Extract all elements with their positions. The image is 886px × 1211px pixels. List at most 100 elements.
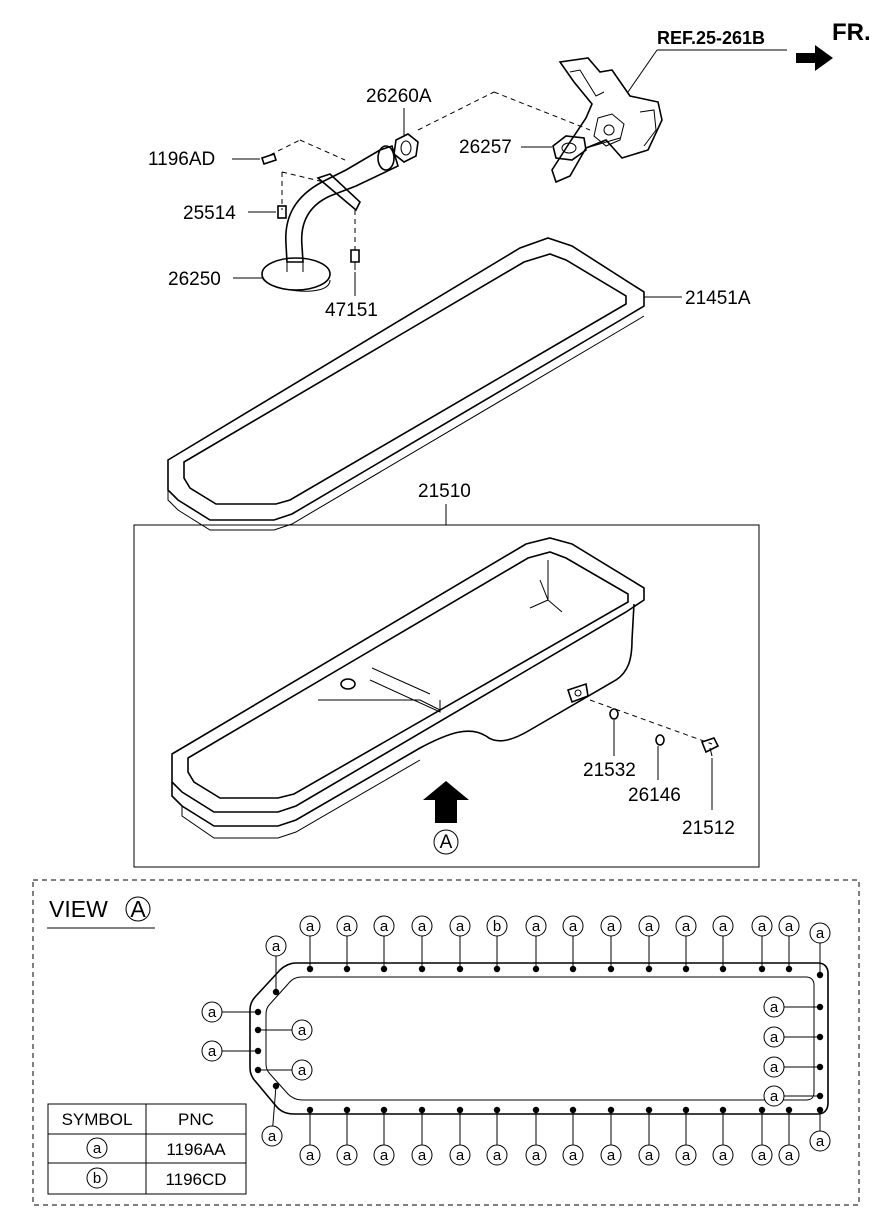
part-26260A-label[interactable]: 26260A [366, 86, 432, 107]
legend-header-symbol: SYMBOL [62, 1110, 133, 1129]
bolt-bottom-1[interactable]: a [336, 1106, 358, 1166]
bolt-dot [418, 1106, 426, 1114]
bolt-bottom-3[interactable]: a [411, 1106, 433, 1166]
bolt-symbol-label: a [208, 1043, 217, 1060]
bolt-symbol-label: a [306, 918, 315, 935]
legend-pnc-b[interactable]: 1196CD [165, 1170, 226, 1189]
bolt-dot [816, 971, 824, 979]
bolt-dot [343, 1106, 351, 1114]
bolt-dot [272, 1082, 280, 1090]
bolt-symbol-label: a [770, 1088, 779, 1105]
bolt-top-3[interactable]: a [411, 915, 433, 973]
bolt-top-7[interactable]: a [562, 915, 584, 973]
legend-symbol-a: a [93, 1140, 102, 1157]
view-pan-inner [265, 976, 815, 1101]
bolt-top-9[interactable]: a [638, 915, 660, 973]
part-26257-label[interactable]: 26257 [459, 137, 512, 158]
bolt-dot [532, 1106, 540, 1114]
bolt-dot [569, 1106, 577, 1114]
bolt-top-11[interactable]: a [712, 915, 734, 973]
bolt-right-4[interactable]: a [763, 1085, 824, 1107]
bolt-dot [306, 1106, 314, 1114]
oil-pan-frame [133, 524, 760, 868]
bolt-dot [272, 988, 280, 996]
part-21532-label[interactable]: 21532 [583, 760, 636, 781]
part-26250-label[interactable]: 26250 [168, 269, 221, 290]
bolt-side-2[interactable]: a [254, 1019, 313, 1041]
bolt-top-4[interactable]: a [449, 915, 471, 973]
ref-label[interactable]: REF.25-261B [657, 28, 765, 48]
bolt-side-1[interactable]: a [201, 1001, 262, 1023]
bolt-dot [645, 965, 653, 973]
bolt-dot [719, 1106, 727, 1114]
bolt-bottom-2[interactable]: a [373, 1106, 395, 1166]
bolt-symbol-label: a [719, 918, 728, 935]
bolt-bottom-8[interactable]: a [600, 1106, 622, 1166]
view-marker-label[interactable]: A [440, 832, 453, 853]
bolt-bottom-7[interactable]: a [562, 1106, 584, 1166]
bolt-side-5[interactable]: a [261, 1082, 283, 1147]
bolt-dot [343, 965, 351, 973]
view-title: VIEW [49, 896, 108, 922]
bolt-top-13[interactable]: a [778, 915, 800, 973]
bolt-25514 [277, 205, 287, 219]
bolt-dot [816, 1003, 824, 1011]
bolt-dot [418, 965, 426, 973]
bolt-top-0[interactable]: a [299, 915, 321, 973]
bolt-right-0[interactable]: a [809, 922, 831, 979]
part-21510-label[interactable]: 21510 [418, 481, 471, 502]
bolt-symbol-label: a [816, 1133, 825, 1150]
bolt-side-6[interactable]: a [809, 1106, 831, 1152]
strainer-bracket [316, 173, 361, 212]
bolt-bottom-11[interactable]: a [712, 1106, 734, 1166]
view-direction-arrow-icon [423, 781, 469, 823]
bolt-symbol-label: a [208, 1004, 217, 1021]
bolt-symbol-label: a [645, 918, 654, 935]
bolt-side-3[interactable]: a [201, 1040, 262, 1062]
bolt-dot [607, 1106, 615, 1114]
bolt-dot [380, 1106, 388, 1114]
bolt-top-6[interactable]: a [525, 915, 547, 973]
bolt-bottom-10[interactable]: a [675, 1106, 697, 1166]
part-21451A-label[interactable]: 21451A [685, 288, 751, 309]
bolt-dot [493, 1106, 501, 1114]
part-47151-label[interactable]: 47151 [325, 300, 378, 321]
bolt-top-2[interactable]: a [373, 915, 395, 973]
bolt-dot [682, 965, 690, 973]
part-21512-label[interactable]: 21512 [682, 818, 735, 839]
bolt-1196AD [260, 152, 278, 166]
bolt-symbol-label: a [770, 1029, 779, 1046]
part-25514-label[interactable]: 25514 [183, 203, 236, 224]
bolt-bottom-5[interactable]: a [486, 1106, 508, 1166]
bolt-bottom-4[interactable]: a [449, 1106, 471, 1166]
bolt-side-4[interactable]: a [254, 1059, 313, 1081]
oil-pan-21510 [171, 537, 645, 839]
bolt-symbol-label: a [532, 918, 541, 935]
bolt-right-1[interactable]: a [763, 996, 824, 1018]
view-pan-outer [249, 962, 829, 1115]
bolt-bottom-12[interactable]: a [751, 1106, 773, 1166]
legend-pnc-a[interactable]: 1196AA [166, 1140, 226, 1159]
bolt-bottom-0[interactable]: a [299, 1106, 321, 1166]
part-26146-label[interactable]: 26146 [628, 785, 681, 806]
part-1196AD-label[interactable]: 1196AD [148, 149, 215, 170]
bolt-dot [816, 1063, 824, 1071]
bolt-top-1[interactable]: a [336, 915, 358, 973]
bolt-top-12[interactable]: a [751, 915, 773, 973]
bolt-top-5[interactable]: b [486, 915, 508, 973]
bolt-side-0[interactable]: a [265, 935, 287, 996]
bolt-symbol-label: a [785, 1147, 794, 1164]
bolt-bottom-9[interactable]: a [638, 1106, 660, 1166]
bolt-top-10[interactable]: a [675, 915, 697, 973]
bolt-top-8[interactable]: a [600, 915, 622, 973]
bolt-dot [493, 965, 501, 973]
bolt-right-3[interactable]: a [763, 1056, 824, 1078]
bolt-right-2[interactable]: a [763, 1026, 824, 1048]
bolt-symbol-label: a [785, 918, 794, 935]
bolt-bottom-13[interactable]: a [778, 1106, 800, 1166]
bolt-symbol-label: a [770, 999, 779, 1016]
bolt-bottom-6[interactable]: a [525, 1106, 547, 1166]
gasket-26260A [393, 133, 419, 163]
